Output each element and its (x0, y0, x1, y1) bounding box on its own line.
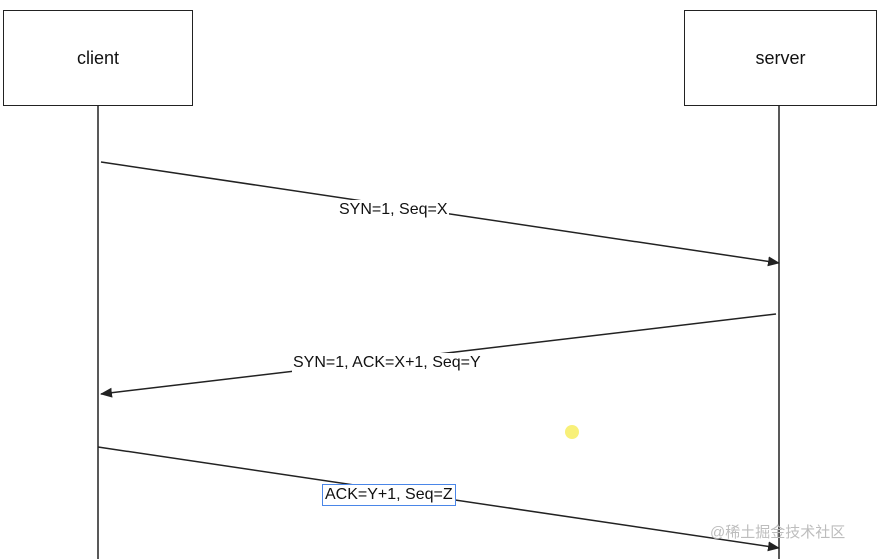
watermark: @稀土掘金技术社区 (710, 524, 846, 541)
message-label-syn[interactable]: SYN=1, Seq=X (338, 200, 449, 220)
server-box[interactable]: server (684, 10, 877, 106)
message-label-ack-selected[interactable]: ACK=Y+1, Seq=Z (322, 484, 456, 506)
cursor-highlight (565, 425, 579, 439)
client-box[interactable]: client (3, 10, 193, 106)
server-label: server (755, 47, 806, 68)
client-label: client (76, 47, 120, 68)
message-label-syn-ack[interactable]: SYN=1, ACK=X+1, Seq=Y (292, 353, 482, 373)
